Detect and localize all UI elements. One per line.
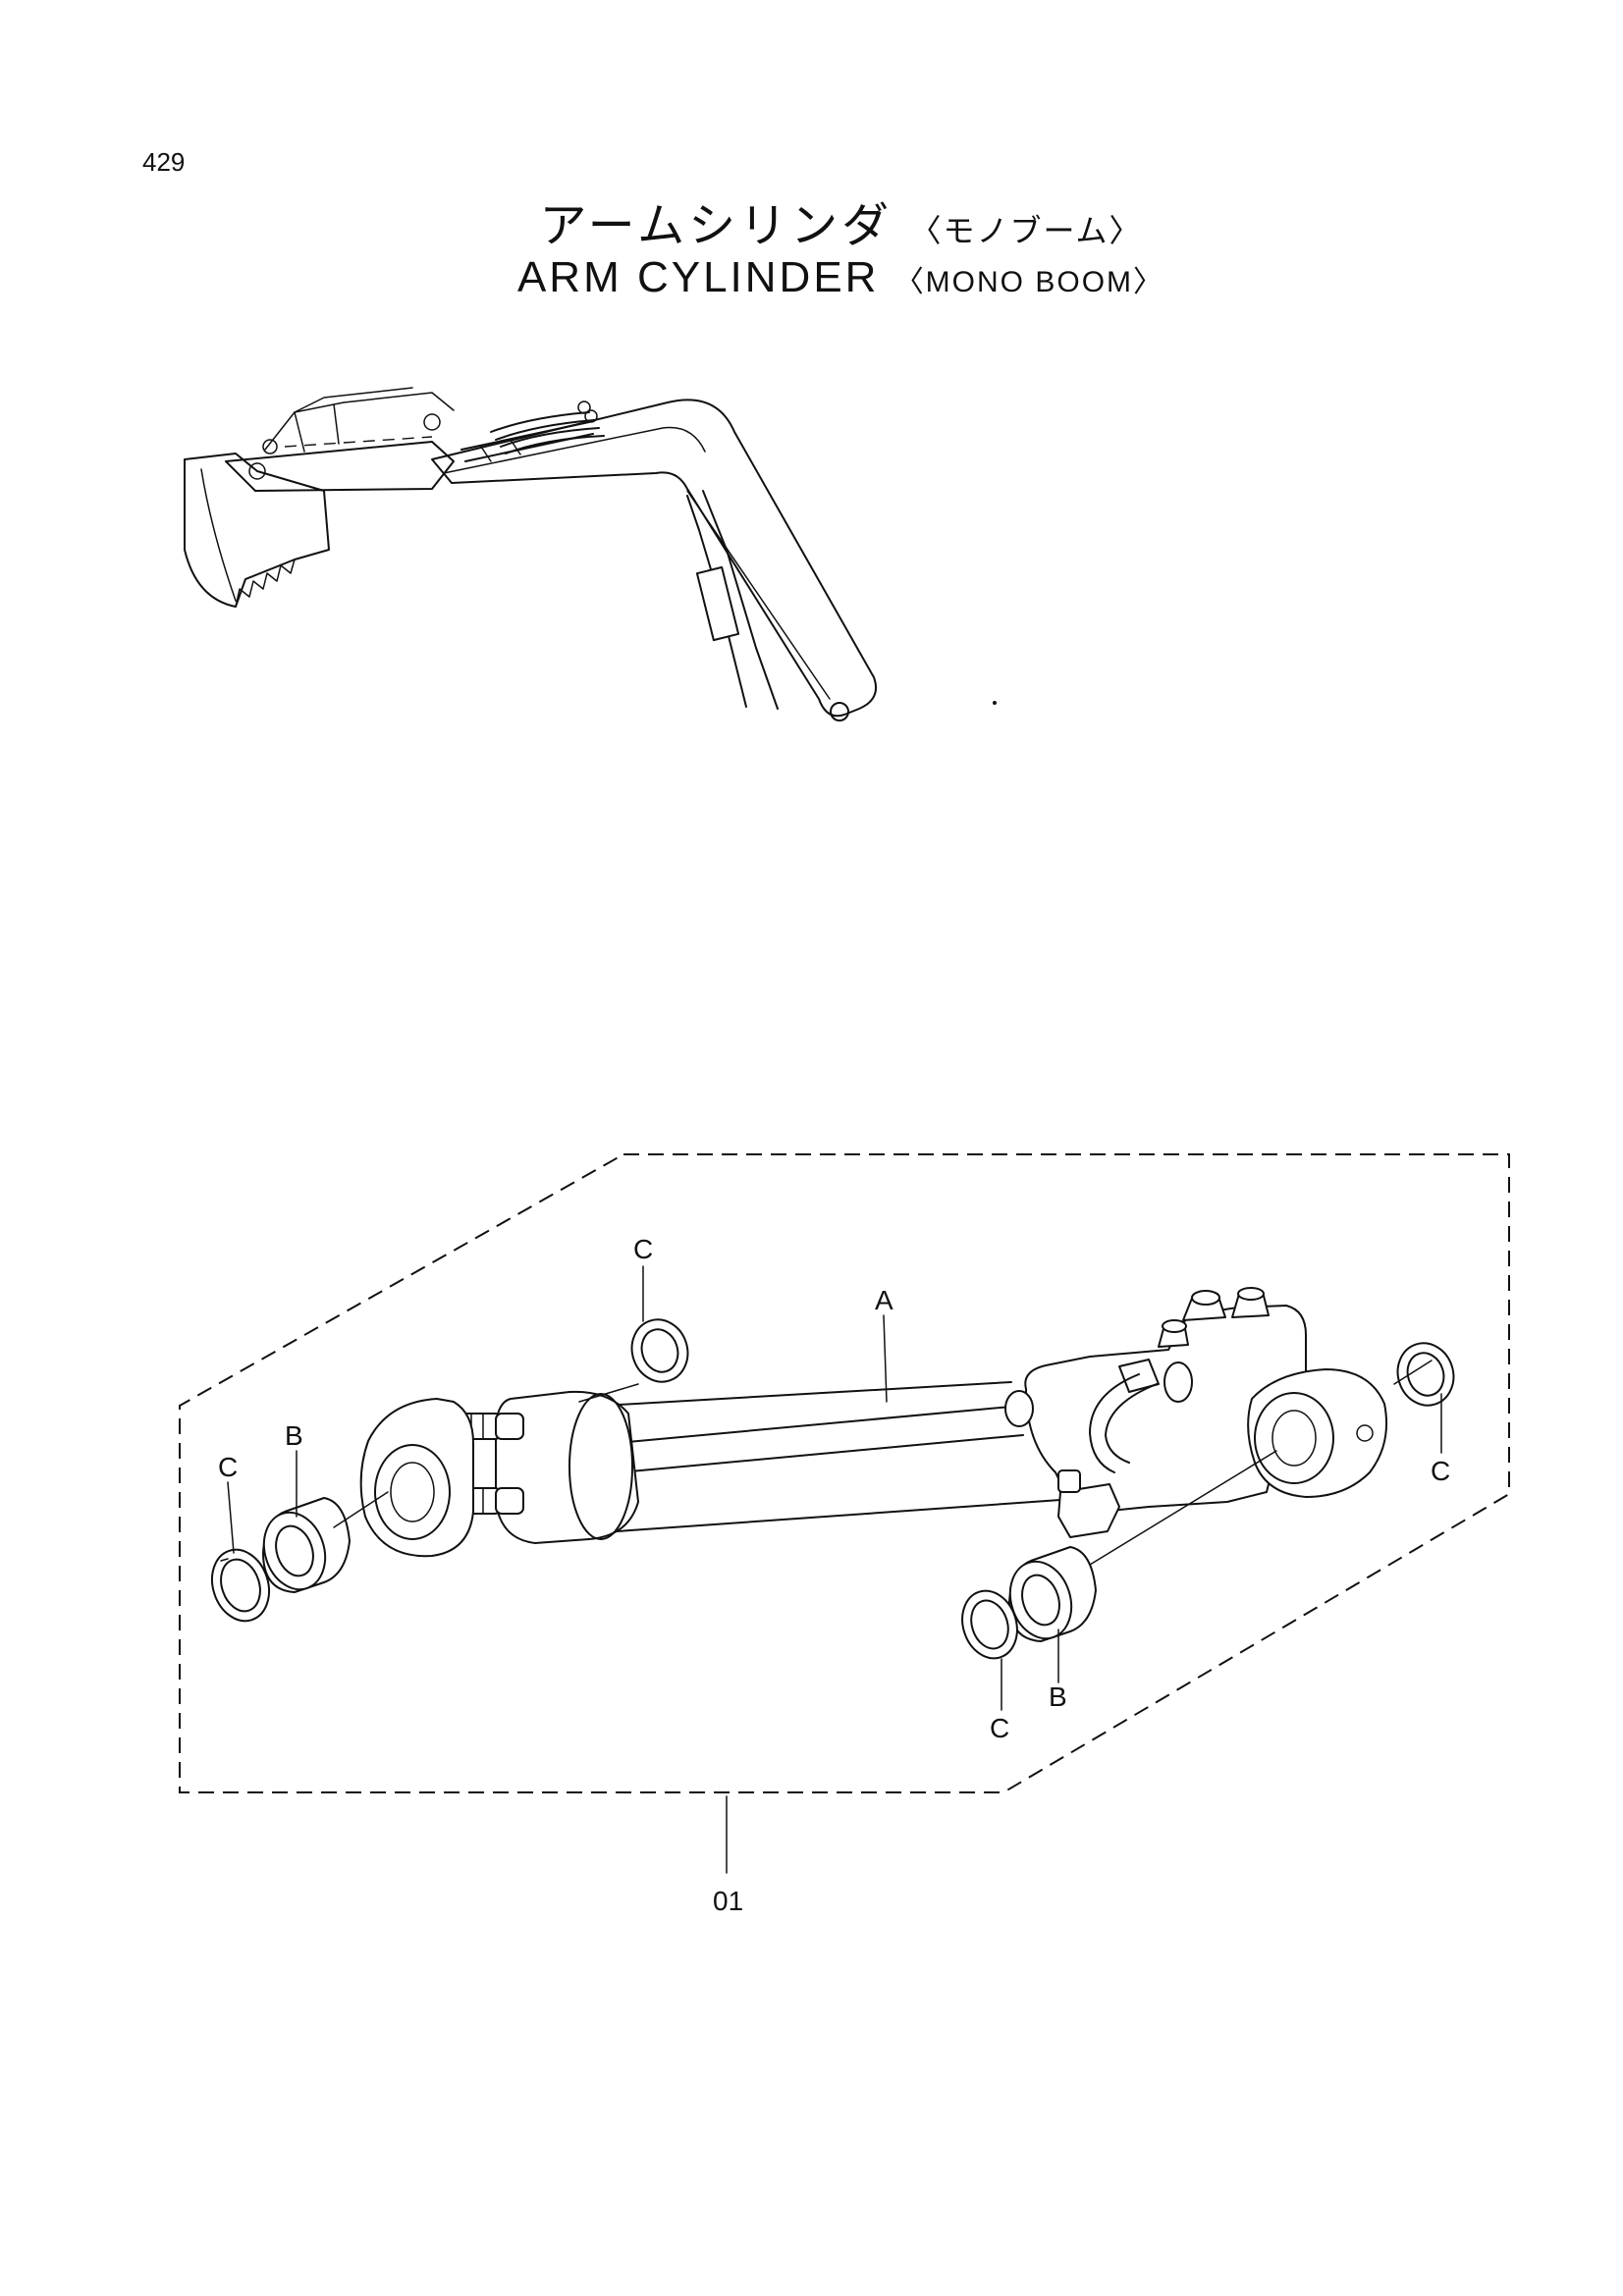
label-c-left: C [218, 1452, 238, 1482]
excavator-attachment-illustration [184, 387, 997, 721]
label-c-lower: C [990, 1713, 1009, 1743]
leader-lines [227, 1265, 1442, 1874]
title-english: ARM CYLINDER 〈MONO BOOM〉 [0, 253, 1623, 302]
label-assembly-01: 01 [713, 1886, 743, 1916]
label-c-top: C [633, 1234, 653, 1264]
page-number: 429 [142, 147, 186, 177]
assembly-boundary [179, 1153, 1510, 1793]
title-english-main: ARM CYLINDER [516, 253, 880, 301]
label-b-left: B [285, 1420, 303, 1451]
label-c-right: C [1431, 1456, 1450, 1486]
bushing-left [262, 1497, 351, 1593]
title-japanese: アームシリンダ 〈モノブーム〉 [0, 187, 1623, 255]
title-japanese-main: アームシリンダ [539, 200, 893, 252]
arm-cylinder-assembly-drawing: A B B C C C C 01 [179, 1153, 1510, 1916]
label-b-right: B [1049, 1682, 1067, 1712]
dust-seal-lower-right [961, 1589, 1018, 1660]
title-english-sub: 〈MONO BOOM〉 [893, 266, 1165, 298]
dust-seal-left [211, 1548, 270, 1623]
dust-seal-right [1396, 1342, 1455, 1407]
label-a: A [875, 1285, 893, 1315]
title-japanese-sub: 〈モノブーム〉 [909, 213, 1143, 248]
bushing-right [1008, 1546, 1097, 1642]
dust-seal-top [630, 1318, 689, 1383]
